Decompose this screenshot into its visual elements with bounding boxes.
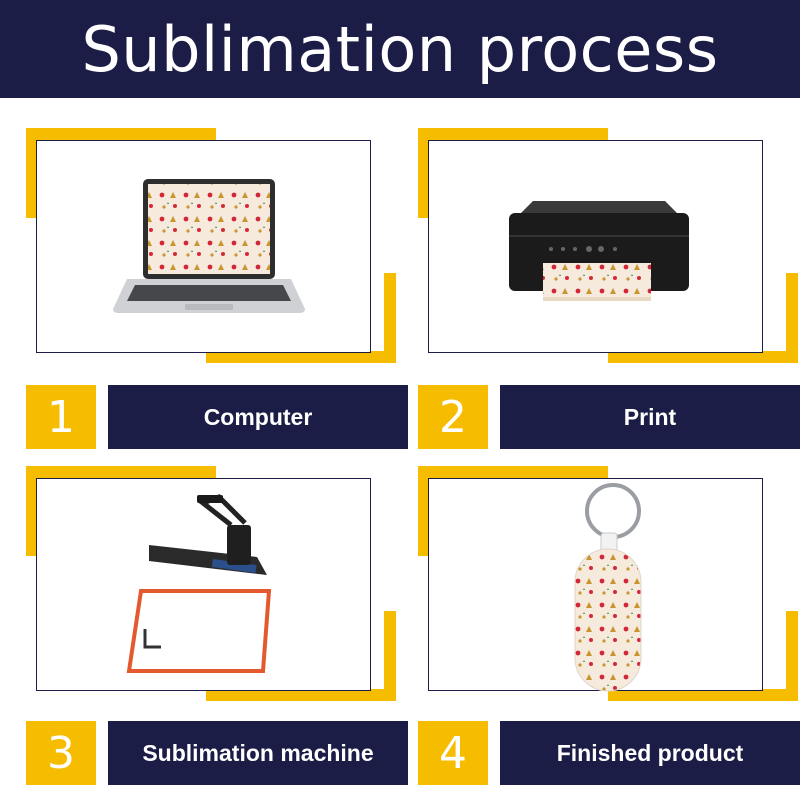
step-4-number: 4 (418, 721, 488, 785)
page-title: Sublimation process (81, 12, 719, 86)
heat-press-illustration (126, 494, 272, 673)
step-3-number: 3 (26, 721, 96, 785)
accent-corner (418, 128, 430, 218)
step-1-number: 1 (26, 385, 96, 449)
step-1-bar: 1 Computer (26, 385, 408, 449)
accent-corner (786, 611, 798, 701)
keychain-illustration (574, 483, 642, 692)
step-3-image-frame (36, 478, 371, 691)
step-1-card (26, 128, 406, 363)
step-3-bar: 3 Sublimation machine (26, 721, 408, 785)
step-3-card (26, 466, 406, 701)
accent-corner (206, 689, 396, 701)
step-2-card (418, 128, 798, 363)
accent-corner (26, 466, 216, 478)
accent-corner (418, 466, 430, 556)
step-4-bar: 4 Finished product (418, 721, 800, 785)
accent-corner (384, 273, 396, 363)
step-1-image-frame (36, 140, 371, 353)
header-banner: Sublimation process (0, 0, 800, 98)
accent-corner (26, 128, 216, 140)
step-4-image-frame (428, 478, 763, 692)
step-2-label: Print (500, 385, 800, 449)
accent-corner (206, 351, 396, 363)
step-1-label: Computer (108, 385, 408, 449)
step-4-card (418, 466, 798, 701)
step-2-image-frame (428, 140, 763, 353)
accent-corner (608, 351, 798, 363)
printer-illustration (509, 201, 689, 301)
step-4-label: Finished product (500, 721, 800, 785)
accent-corner (384, 611, 396, 701)
laptop-illustration (113, 179, 305, 313)
accent-corner (418, 466, 608, 478)
step-3-label: Sublimation machine (108, 721, 408, 785)
accent-corner (608, 689, 798, 701)
step-2-number: 2 (418, 385, 488, 449)
step-2-bar: 2 Print (418, 385, 800, 449)
accent-corner (26, 466, 38, 556)
accent-corner (26, 128, 38, 218)
accent-corner (786, 273, 798, 363)
accent-corner (418, 128, 608, 140)
